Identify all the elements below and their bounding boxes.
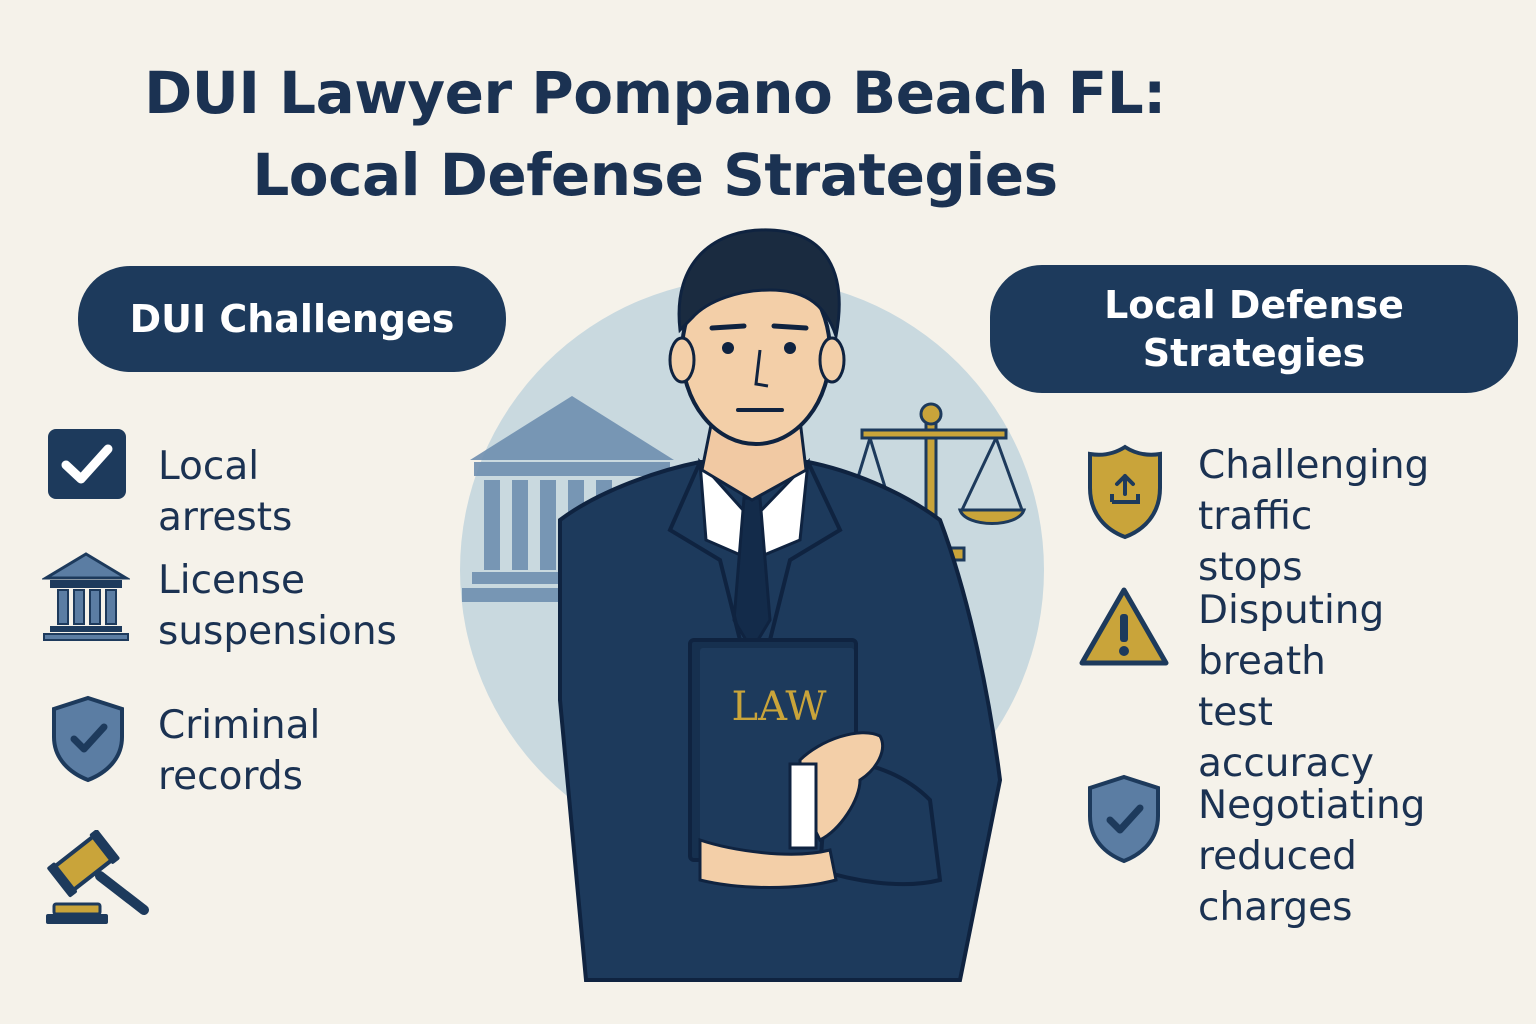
shield-check-icon	[50, 695, 126, 787]
warning-icon	[1078, 586, 1170, 672]
challenge-label: Criminal records	[158, 703, 321, 799]
gavel-icon	[44, 829, 150, 930]
lawyer-figure: LAW	[558, 228, 1003, 982]
courthouse-icon	[40, 552, 132, 646]
challenge-label: Local arrests	[158, 444, 293, 540]
checkbox-icon	[46, 427, 128, 505]
shield-check-icon	[1086, 774, 1162, 868]
title-line-1: DUI Lawyer Pompano Beach FL:	[144, 59, 1166, 127]
defense-strategies-heading: Local Defense Strategies	[990, 265, 1518, 393]
page-title: DUI Lawyer Pompano Beach FL: Local Defen…	[0, 52, 1310, 216]
book-label: LAW	[732, 684, 827, 730]
lawyer-illustration: LAW	[460, 228, 1044, 982]
strategy-label: Negotiating reduced charges	[1198, 783, 1426, 930]
strategy-label: Disputing breath test accuracy	[1198, 588, 1385, 786]
dui-challenges-heading: DUI Challenges	[78, 266, 506, 372]
challenge-label: License suspensions	[158, 558, 397, 654]
police-badge-icon	[1084, 444, 1166, 544]
title-line-2: Local Defense Strategies	[252, 141, 1058, 209]
strategy-label: Challenging traffic stops	[1198, 443, 1430, 590]
